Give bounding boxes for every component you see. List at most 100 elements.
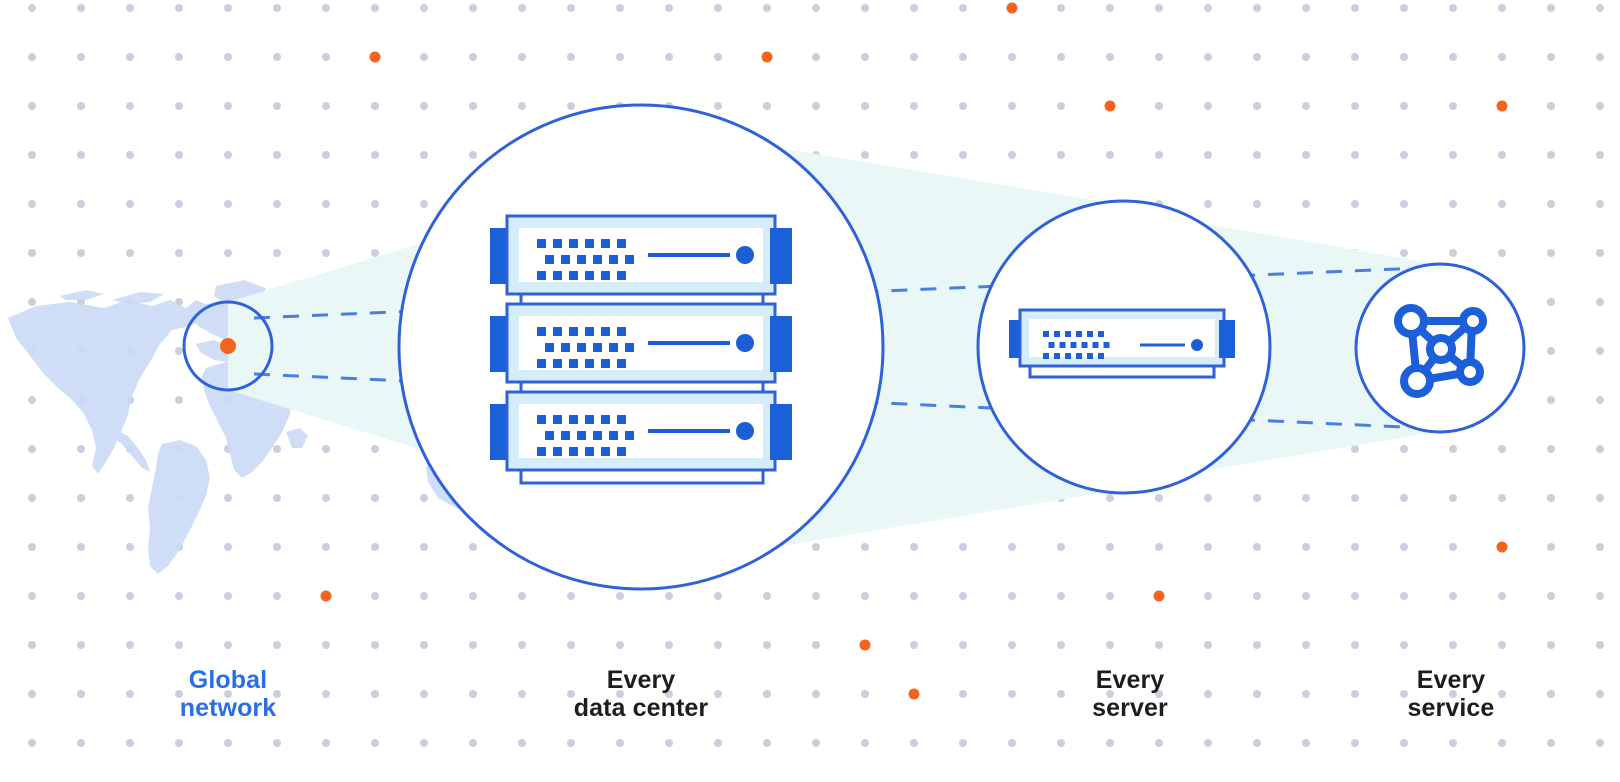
server-port [537,359,546,368]
server-port [601,239,610,248]
grid-dot [1008,102,1016,110]
grid-dot [175,249,183,257]
server-port [585,415,594,424]
grid-dot [371,543,379,551]
grid-dot [861,4,869,12]
grid-dot [861,592,869,600]
grid-dot [126,53,134,61]
grid-dot [322,249,330,257]
grid-dot [322,739,330,747]
grid-dot [1351,200,1359,208]
grid-dot [714,641,722,649]
grid-dot [1498,249,1506,257]
grid-dot [1596,151,1604,159]
grid-dot [224,200,232,208]
grid-dot [371,151,379,159]
grid-dot [1449,102,1457,110]
server-port [569,271,578,280]
grid-dot [714,739,722,747]
grid-dot [665,690,673,698]
grid-dot [518,641,526,649]
server-port [545,343,554,352]
grid-dot [665,739,673,747]
grid-dot [1596,494,1604,502]
server-port [625,343,634,352]
grid-dot [469,4,477,12]
grid-dot [861,151,869,159]
grid-dot [763,739,771,747]
grid-dot [175,396,183,404]
grid-dot [224,739,232,747]
grid-dot [518,53,526,61]
grid-dot [1498,53,1506,61]
grid-dot [1253,102,1261,110]
grid-dot [616,53,624,61]
grid-dot [28,151,36,159]
grid-dot [1449,249,1457,257]
grid-dot [469,543,477,551]
grid-dot [665,641,673,649]
grid-dot [1008,151,1016,159]
server-port [609,343,618,352]
grid-dot [77,494,85,502]
rack-unit-tab-right [770,316,792,372]
server-port [585,239,594,248]
grid-dot [1008,739,1016,747]
grid-dot [322,102,330,110]
grid-dot [273,641,281,649]
grid-dot [1106,494,1114,502]
grid-dot [371,445,379,453]
grid-dot [1302,200,1310,208]
server-port [593,431,602,440]
map-zoom-circle [182,300,274,392]
grid-dot [1204,739,1212,747]
grid-dot [959,739,967,747]
server-port [537,327,546,336]
grid-dot [1155,151,1163,159]
grid-dot [420,151,428,159]
grid-dot [28,200,36,208]
grid-dot [469,592,477,600]
grid-dot [959,641,967,649]
single-server-base [1028,364,1216,379]
mesh-node [1426,334,1456,364]
grid-dot [1547,396,1555,404]
grid-dot [175,347,183,355]
grid-dot [1253,739,1261,747]
grid-dot [175,53,183,61]
grid-dot [1547,151,1555,159]
grid-dot [567,739,575,747]
grid-dot [1400,445,1408,453]
server-port [1054,353,1060,359]
server-port [601,415,610,424]
grid-dot [77,200,85,208]
grid-dot [1106,641,1114,649]
grid-dot [126,739,134,747]
grid-dot-accent [1104,100,1116,112]
grid-dot-accent [761,51,773,63]
server-rack [490,214,792,485]
grid-dot [1498,494,1506,502]
grid-dot [1547,249,1555,257]
grid-dot [1106,543,1114,551]
server-port [1065,331,1071,337]
grid-dot [77,445,85,453]
rack-unit-ports [537,327,634,368]
grid-dot [1204,543,1212,551]
grid-dot [126,102,134,110]
grid-dot [1351,4,1359,12]
grid-dot [1400,641,1408,649]
grid-dot [77,53,85,61]
grid-dot [1449,53,1457,61]
grid-dot [1351,445,1359,453]
grid-dot [322,151,330,159]
grid-dot [1596,4,1604,12]
server-port [617,327,626,336]
grid-dot [469,53,477,61]
grid-dot [910,4,918,12]
grid-dot [1155,543,1163,551]
grid-dot [1498,690,1506,698]
grid-dot [420,494,428,502]
server-port [561,343,570,352]
grid-dot [567,53,575,61]
